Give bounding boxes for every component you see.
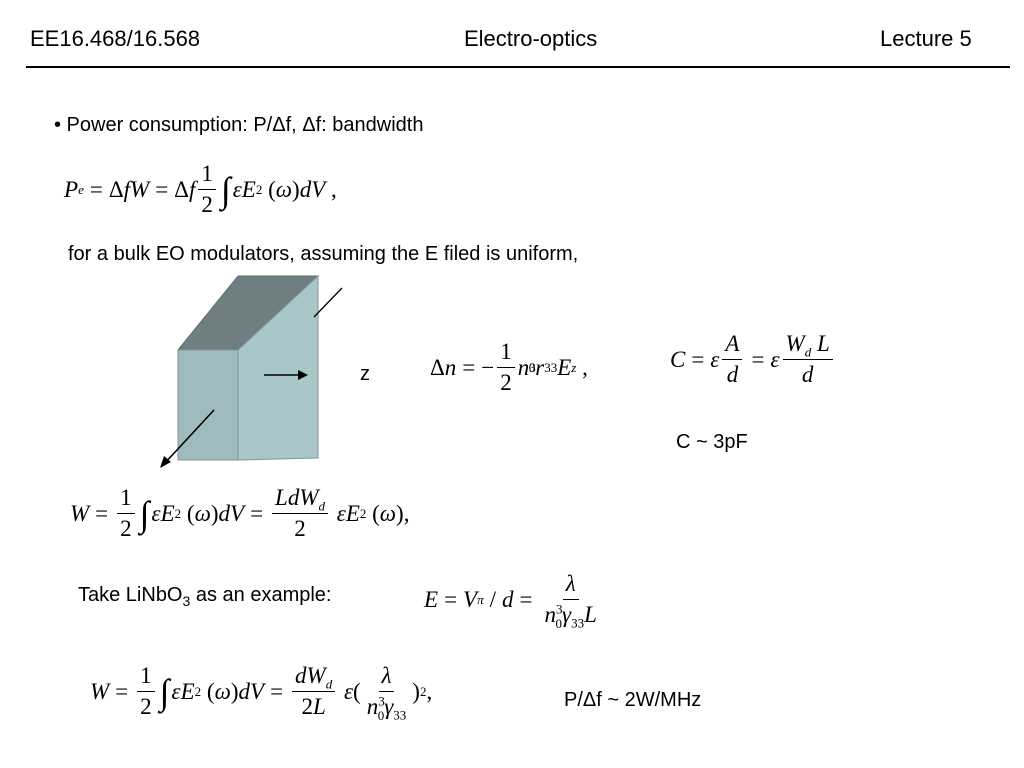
crystal-diagram [160, 274, 343, 468]
example-prefix: Take LiNbO [78, 584, 183, 606]
crystal-front-face [177, 349, 239, 461]
power-bandwidth-result: P/Δf ~ 2W/MHz [564, 689, 702, 711]
capacitance-value: C ~ 3pF [676, 431, 748, 453]
example-subscript: 3 [182, 593, 191, 609]
z-axis-label: z [360, 363, 370, 385]
electrode-lead-line [313, 287, 343, 318]
header-course-code: EE16.468/16.568 [30, 26, 201, 51]
header-rule [26, 66, 1010, 68]
bulk-modulator-note: for a bulk EO modulators, assuming the E… [68, 243, 579, 265]
field-arrow [163, 409, 215, 465]
bullet-power-consumption: • Power consumption: P/Δf, Δf: bandwidth [54, 114, 424, 136]
header-lecture: Lecture 5 [880, 26, 972, 51]
header-title: Electro-optics [464, 26, 598, 51]
z-arrowhead [298, 370, 308, 380]
example-text: Take LiNbO3 as an example: [78, 583, 332, 609]
example-suffix: as an example: [190, 584, 332, 606]
field-arrowhead [160, 456, 171, 468]
